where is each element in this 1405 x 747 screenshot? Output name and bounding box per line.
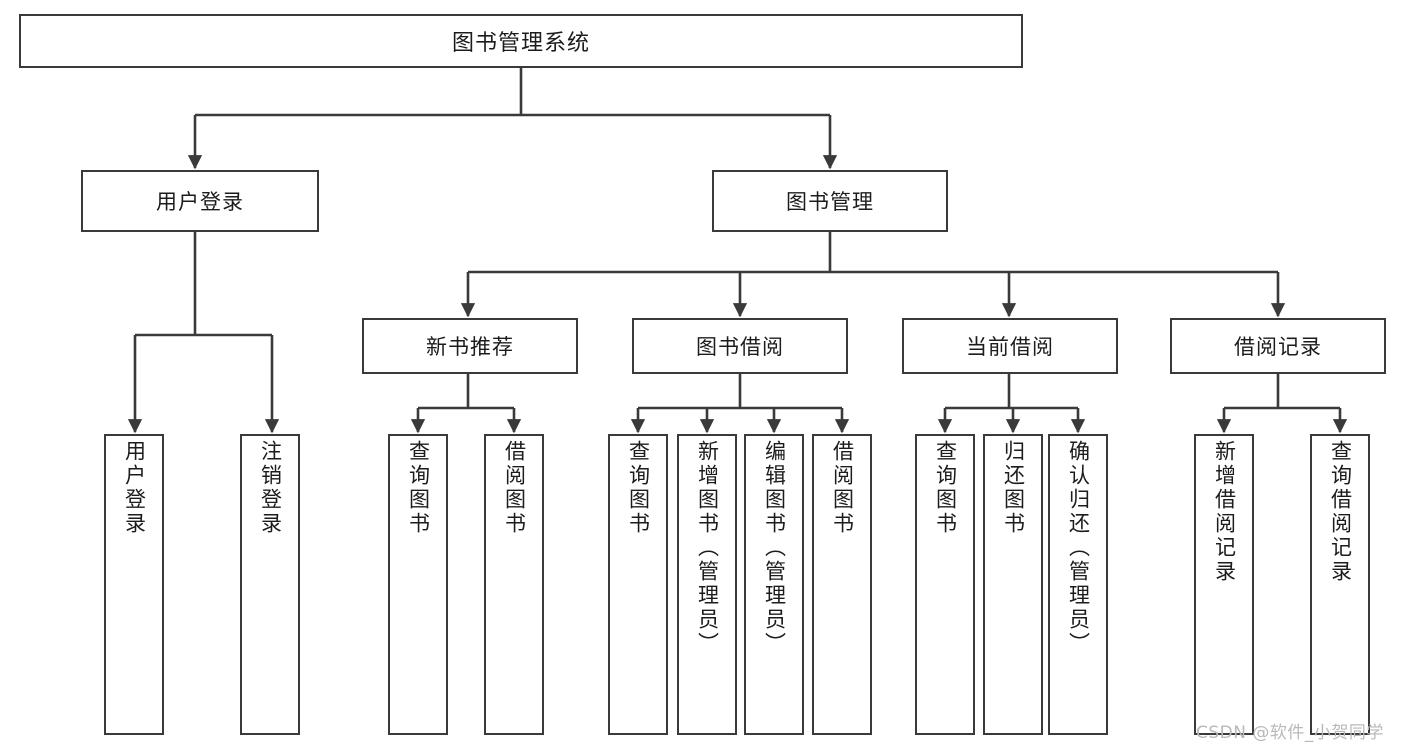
leaf-query-borrow-record-label: 查询借阅记录	[1328, 440, 1353, 584]
leaf-new-book-query-label: 查询图书	[406, 440, 431, 536]
leaf-edit-book-admin[interactable]: 编辑图书（管理员）	[744, 434, 804, 735]
leaf-current-query-book[interactable]: 查询图书	[915, 434, 975, 735]
leaf-new-book-query[interactable]: 查询图书	[388, 434, 448, 735]
leaf-user-login-label: 用户登录	[122, 440, 147, 536]
node-borrow-record[interactable]: 借阅记录	[1170, 318, 1386, 374]
watermark: CSDN @软件_小贺同学	[1196, 718, 1384, 743]
node-new-book-recommend-label: 新书推荐	[426, 335, 514, 359]
leaf-new-book-borrow[interactable]: 借阅图书	[484, 434, 544, 735]
leaf-edit-book-admin-label: 编辑图书（管理员）	[762, 440, 787, 656]
leaf-borrow-query-book-label: 查询图书	[626, 440, 651, 536]
node-root-label: 图书管理系统	[451, 31, 590, 56]
node-new-book-recommend[interactable]: 新书推荐	[362, 318, 578, 374]
leaf-user-logout[interactable]: 注销登录	[240, 434, 300, 735]
node-book-borrow[interactable]: 图书借阅	[632, 318, 848, 374]
leaf-borrow-book-label: 借阅图书	[830, 440, 855, 536]
leaf-return-book[interactable]: 归还图书	[983, 434, 1043, 735]
leaf-add-book-admin[interactable]: 新增图书（管理员）	[677, 434, 737, 735]
node-user-login[interactable]: 用户登录	[81, 170, 319, 232]
leaf-add-book-admin-label: 新增图书（管理员）	[695, 440, 720, 656]
leaf-add-borrow-record[interactable]: 新增借阅记录	[1194, 434, 1254, 735]
node-book-manage-label: 图书管理	[786, 190, 874, 214]
node-borrow-record-label: 借阅记录	[1234, 335, 1322, 359]
watermark-text: CSDN @软件_小贺同学	[1196, 723, 1384, 743]
leaf-borrow-book[interactable]: 借阅图书	[812, 434, 872, 735]
node-book-manage[interactable]: 图书管理	[712, 170, 948, 232]
node-root[interactable]: 图书管理系统	[19, 14, 1023, 68]
leaf-return-book-label: 归还图书	[1001, 440, 1026, 536]
leaf-user-login[interactable]: 用户登录	[104, 434, 164, 735]
leaf-query-borrow-record[interactable]: 查询借阅记录	[1310, 434, 1370, 735]
node-current-borrow-label: 当前借阅	[966, 335, 1054, 359]
node-current-borrow[interactable]: 当前借阅	[902, 318, 1118, 374]
leaf-new-book-borrow-label: 借阅图书	[502, 440, 527, 536]
node-book-borrow-label: 图书借阅	[696, 335, 784, 359]
leaf-confirm-return-admin[interactable]: 确认归还（管理员）	[1048, 434, 1108, 735]
leaf-borrow-query-book[interactable]: 查询图书	[608, 434, 668, 735]
leaf-add-borrow-record-label: 新增借阅记录	[1212, 440, 1237, 584]
leaf-current-query-book-label: 查询图书	[933, 440, 958, 536]
leaf-user-logout-label: 注销登录	[258, 440, 283, 536]
node-user-login-label: 用户登录	[156, 190, 244, 214]
leaf-confirm-return-admin-label: 确认归还（管理员）	[1066, 440, 1091, 656]
